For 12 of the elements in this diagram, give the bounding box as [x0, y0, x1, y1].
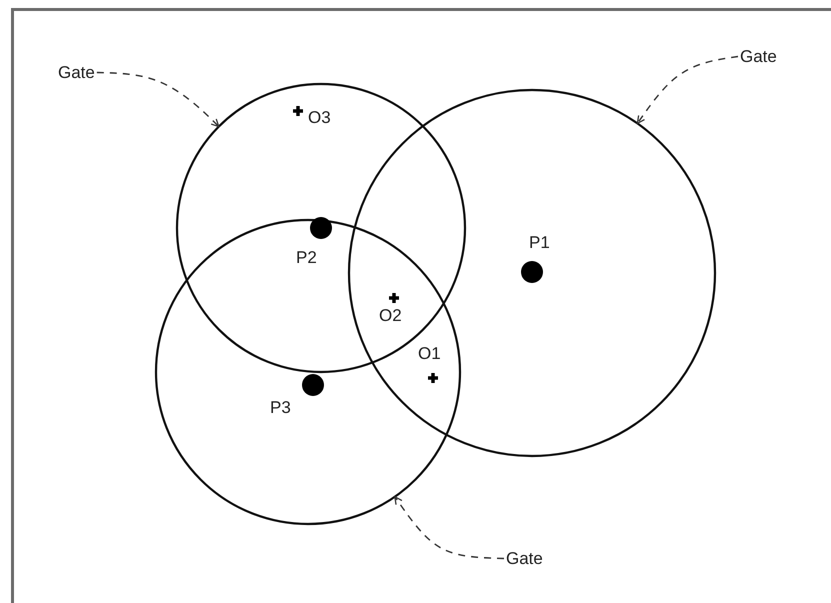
point-label: O2 [379, 307, 402, 324]
point-label: P2 [296, 249, 317, 266]
point-label: P1 [529, 234, 550, 251]
point-label: O1 [418, 345, 441, 362]
gate-label: Gate [740, 48, 777, 65]
dashed-arrow [636, 56, 738, 124]
gate-label: Gate [506, 550, 543, 567]
point-label: O3 [308, 109, 331, 126]
dashed-arrow [394, 496, 504, 560]
point-label: P3 [270, 399, 291, 416]
dashed-arrow [96, 72, 220, 128]
gate-label: Gate [58, 64, 95, 81]
